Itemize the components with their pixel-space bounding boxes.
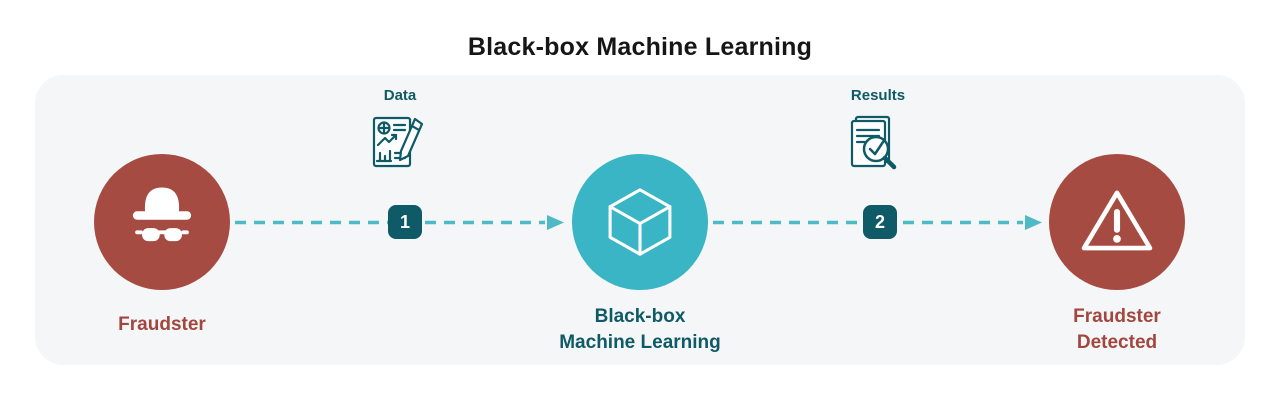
detected-label: Fraudster Detected (1027, 304, 1207, 356)
step-2-badge: 2 (863, 205, 897, 239)
results-magnifier-icon (850, 115, 897, 170)
blackbox-label-line1: Black-box (594, 306, 686, 327)
data-flow-label: Data (383, 87, 417, 104)
fraudster-label: Fraudster (118, 314, 206, 335)
blackbox-label-line2: Machine Learning (559, 332, 721, 353)
detected-label-line1: Fraudster (1073, 306, 1161, 327)
page-title: Black-box Machine Learning (467, 33, 813, 61)
node-blackbox (572, 154, 708, 290)
detected-label-line2: Detected (1076, 332, 1158, 353)
step-1-badge: 1 (388, 205, 422, 239)
data-report-icon (372, 116, 424, 168)
node-fraudster (94, 154, 230, 290)
warning-triangle-icon (1081, 190, 1153, 251)
node-detected (1049, 154, 1185, 290)
cube-icon (608, 188, 672, 256)
blackbox-label: Black-box Machine Learning (530, 304, 750, 356)
diagram-panel: Data Results (35, 75, 1245, 365)
results-flow-label: Results (850, 87, 906, 104)
fraudster-spy-icon (132, 187, 192, 242)
